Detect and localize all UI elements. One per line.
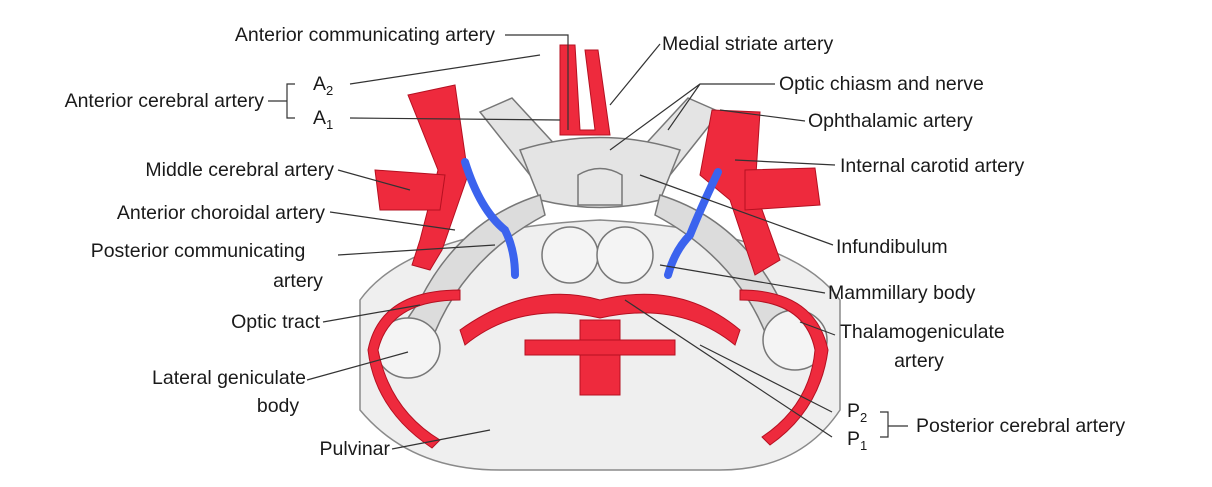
mammillary-body-left: [541, 226, 599, 284]
label-posterior-communicating-line2: artery: [273, 270, 323, 292]
label-lateral-geniculate-line2: body: [256, 395, 300, 417]
label-p1: P1: [847, 428, 868, 453]
superior-cerebellar: [524, 339, 676, 356]
leader-a2: [349, 54, 541, 85]
leader-posterior-communicating: [337, 244, 496, 256]
leader-a1: [349, 117, 561, 121]
label-anterior-choroidal-artery: Anterior choroidal artery: [116, 202, 325, 224]
leader-anterior-communicating: [505, 34, 569, 130]
label-ophthalmic-artery: Ophthalamic artery: [808, 110, 973, 132]
label-internal-carotid-artery: Internal carotid artery: [840, 155, 1025, 177]
label-optic-tract: Optic tract: [231, 311, 320, 333]
label-a1: A1: [313, 107, 334, 132]
leader-infundibulum: [639, 174, 834, 246]
label-anterior-communicating-artery: Anterior communicating artery: [234, 24, 495, 46]
a1-letter: A: [313, 107, 327, 129]
arteries: [367, 44, 829, 449]
posterior-communicating-right-highlight: [664, 168, 722, 279]
label-mammillary-body: Mammillary body: [828, 282, 976, 304]
leader-pulvinar: [391, 429, 491, 450]
leader-thalamogeniculate: [799, 321, 836, 336]
leader-p2: [699, 344, 833, 413]
label-anterior-cerebral-artery: Anterior cerebral artery: [64, 90, 264, 112]
label-a2: A2: [313, 73, 334, 98]
highlighted-vessels: [461, 158, 722, 279]
p1-subscript: 1: [860, 438, 868, 453]
p1-letter: P: [847, 428, 861, 450]
leader-lines: [268, 34, 908, 450]
leader-middle-cerebral: [337, 169, 411, 191]
a2-subscript: 2: [326, 83, 334, 98]
label-middle-cerebral-artery: Middle cerebral artery: [145, 159, 334, 181]
leader-medial-striate: [609, 43, 661, 106]
posterior-cerebral-trunk: [459, 293, 741, 346]
label-medial-striate-artery: Medial striate artery: [662, 33, 834, 55]
middle-cerebral-right: [744, 167, 821, 211]
leader-mammillary: [659, 264, 826, 294]
a1-subscript: 1: [326, 117, 334, 132]
mammillary-body-right: [596, 226, 654, 284]
posterior-cerebral-right-branch: [739, 289, 829, 446]
label-infundibulum: Infundibulum: [836, 236, 948, 258]
leader-ophthalmic: [719, 109, 806, 122]
a2-letter: A: [313, 73, 327, 95]
bracket-posterior-cerebral: [880, 411, 908, 438]
label-thalamogeniculate-line1: Thalamogeniculate: [840, 321, 1005, 343]
internal-carotid-right: [699, 109, 781, 276]
leader-p1: [624, 299, 833, 438]
label-posterior-communicating-line1: Posterior communicating: [90, 240, 306, 262]
infundibulum-shape: [577, 167, 623, 206]
label-posterior-cerebral-artery: Posterior cerebral artery: [916, 415, 1126, 437]
bracket-anterior-cerebral: [268, 83, 295, 119]
p2-subscript: 2: [860, 410, 868, 425]
basilar-artery: [579, 319, 621, 396]
p2-letter: P: [847, 400, 861, 422]
leader-internal-carotid: [734, 159, 836, 166]
anterior-cerebral-a2: [559, 44, 611, 136]
label-lateral-geniculate-line1: Lateral geniculate: [152, 367, 306, 389]
leader-anterior-choroidal: [329, 211, 456, 231]
leader-optic-chiasm: [609, 83, 775, 151]
label-optic-chiasm-and-nerve: Optic chiasm and nerve: [779, 73, 984, 95]
label-p2: P2: [847, 400, 868, 425]
posterior-communicating-left-highlight: [461, 158, 519, 279]
posterior-cerebral-left-branch: [367, 289, 461, 449]
label-pulvinar: Pulvinar: [319, 438, 390, 460]
label-thalamogeniculate-line2: artery: [894, 350, 944, 372]
leader-lateral-geniculate: [306, 351, 409, 381]
leader-optic-tract: [322, 304, 421, 323]
